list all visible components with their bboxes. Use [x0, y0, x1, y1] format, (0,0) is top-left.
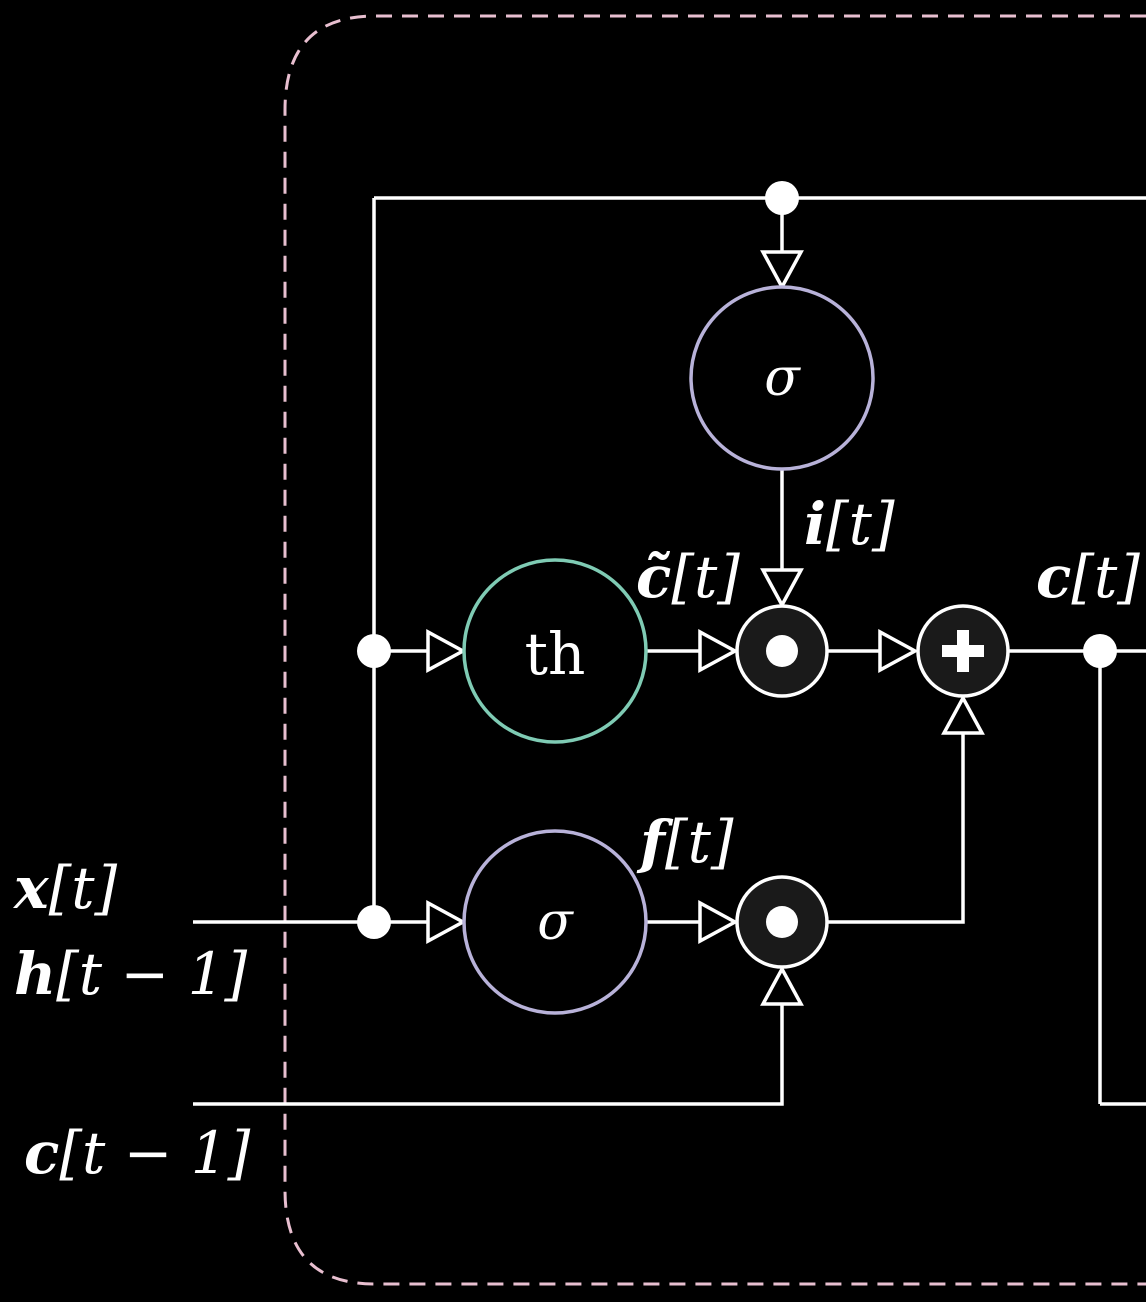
forget-product-wire: [827, 733, 965, 924]
arrow-to-tanh: [426, 629, 467, 673]
label-c-t: c[t]: [1036, 543, 1140, 611]
label-h-t-minus-1: h[t − 1]: [14, 940, 247, 1008]
arrow-to-input-gate: [760, 250, 804, 291]
label-x-t: x[t]: [12, 854, 118, 922]
junction-dot-top: [765, 181, 799, 215]
junction-dot-input: [357, 905, 391, 939]
add-operator: [916, 604, 1010, 698]
label-c-t-minus-1: c[t − 1]: [24, 1119, 251, 1187]
input-gate: σ: [689, 285, 875, 471]
c-prev-wire: [193, 1004, 784, 1106]
plus-icon: [942, 630, 984, 672]
forget-gate-symbol: σ: [537, 892, 574, 952]
arrow-product-to-add: [878, 629, 919, 673]
tanh-gate: th: [462, 558, 648, 744]
arrow-to-forget-gate: [426, 900, 467, 944]
forget-gate: σ: [462, 829, 648, 1015]
tanh-gate-symbol: th: [525, 620, 586, 688]
arrow-cprev-to-multiply: [760, 965, 804, 1006]
arrow-i-to-multiply: [760, 568, 804, 609]
input-gate-symbol: σ: [764, 348, 801, 408]
cell-boundary: [283, 14, 1146, 1286]
arrow-ctilde-to-multiply: [698, 629, 739, 673]
label-f-t: f[t]: [636, 808, 734, 876]
multiply-operator-input: [735, 604, 829, 698]
multiply-operator-forget: [735, 875, 829, 969]
junction-dot-middle: [357, 634, 391, 668]
junction-dot-c-out: [1083, 634, 1117, 668]
label-i-t: i[t]: [804, 490, 895, 558]
dot-product-icon: [766, 635, 798, 667]
arrow-f-to-multiply: [698, 900, 739, 944]
dot-product-icon: [766, 906, 798, 938]
arrow-forget-to-add: [941, 694, 985, 735]
label-ctilde-t: c̃[t]: [636, 543, 740, 611]
